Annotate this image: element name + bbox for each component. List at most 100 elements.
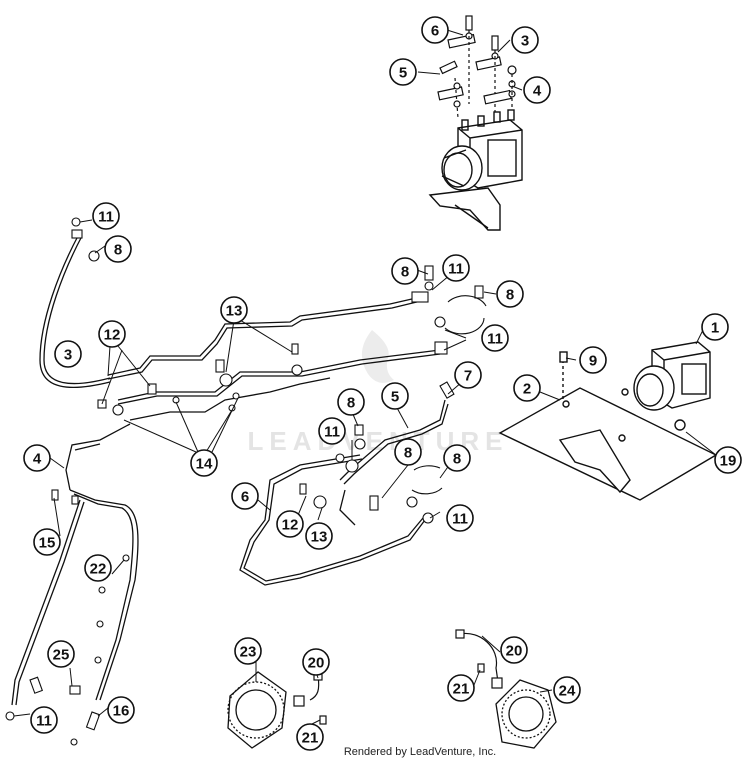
callout-c5-b: 5 — [381, 382, 409, 410]
callout-number: 8 — [401, 264, 409, 281]
callout-c6-top: 6 — [421, 16, 449, 44]
callout-number: 12 — [104, 327, 121, 344]
callout-number: 23 — [240, 644, 257, 661]
callout-number: 12 — [282, 517, 299, 534]
callout-circle — [33, 528, 61, 556]
callout-c11-a: 11 — [92, 202, 120, 230]
callout-circle — [190, 449, 218, 477]
callout-c25: 25 — [47, 640, 75, 668]
callout-circle — [234, 637, 262, 665]
callout-number: 13 — [311, 529, 328, 546]
callout-c4-b: 4 — [23, 444, 51, 472]
callout-circle — [391, 257, 419, 285]
callout-circle — [231, 482, 259, 510]
callout-circle — [305, 522, 333, 550]
callout-number: 21 — [453, 681, 470, 698]
callout-c9: 9 — [579, 346, 607, 374]
abs-unit-top — [428, 109, 523, 231]
callout-number: 16 — [113, 703, 130, 720]
render-credit: Rendered by LeadVenture, Inc. — [343, 746, 497, 758]
callout-c11-d: 11 — [318, 417, 346, 445]
callout-number: 8 — [404, 445, 412, 462]
callout-number: 13 — [226, 303, 243, 320]
callout-circle — [276, 510, 304, 538]
callout-c8-c: 8 — [496, 280, 524, 308]
callout-number: 2 — [523, 381, 531, 398]
callout-c19: 19 — [714, 446, 742, 474]
callout-c16: 16 — [107, 696, 135, 724]
callout-circle — [30, 706, 58, 734]
callout-c8-a: 8 — [104, 235, 132, 263]
callout-number: 20 — [506, 643, 523, 660]
callout-circle — [421, 16, 449, 44]
callout-number: 8 — [453, 451, 461, 468]
callout-circle — [98, 320, 126, 348]
callout-circle — [714, 446, 742, 474]
callout-number: 11 — [452, 511, 468, 528]
callout-circle — [442, 254, 470, 282]
watermark-text: LEADVENTURE — [247, 426, 508, 456]
callout-circle — [302, 648, 330, 676]
callout-c8-e: 8 — [394, 438, 422, 466]
callout-number: 11 — [448, 261, 464, 278]
callout-number: 4 — [533, 83, 542, 100]
callout-number: 3 — [64, 347, 72, 364]
callout-circle — [381, 382, 409, 410]
leader-lines — [13, 29, 717, 725]
callout-circle — [104, 235, 132, 263]
callout-c24: 24 — [553, 676, 581, 704]
callout-c20-a: 20 — [302, 648, 330, 676]
callout-circle — [579, 346, 607, 374]
callout-circle — [394, 438, 422, 466]
callout-c13-b: 13 — [305, 522, 333, 550]
callout-c8-b: 8 — [391, 257, 419, 285]
callout-c8-d: 8 — [337, 388, 365, 416]
callout-circle — [54, 340, 82, 368]
speed-sensors — [293, 629, 503, 725]
callout-c22: 22 — [84, 554, 112, 582]
callout-circle — [446, 504, 474, 532]
callout-circle — [454, 361, 482, 389]
callout-circle — [107, 696, 135, 724]
top-fittings — [437, 15, 517, 119]
callout-number: 1 — [711, 320, 719, 337]
callout-c11-f: 11 — [30, 706, 58, 734]
callout-circle — [443, 444, 471, 472]
tone-ring-front — [227, 671, 287, 749]
callout-c20-b: 20 — [500, 636, 528, 664]
callout-circle — [701, 313, 729, 341]
callout-number: 9 — [589, 353, 597, 370]
callout-c11-c: 11 — [481, 324, 509, 352]
callout-circle — [523, 76, 551, 104]
callout-c12-b: 12 — [276, 510, 304, 538]
callout-c1: 1 — [701, 313, 729, 341]
callout-c12-a: 12 — [98, 320, 126, 348]
callout-circle — [447, 674, 475, 702]
callout-c4-top: 4 — [523, 76, 551, 104]
callout-c23: 23 — [234, 637, 262, 665]
callout-number: 3 — [521, 33, 529, 50]
callout-circle — [513, 374, 541, 402]
callout-circle — [23, 444, 51, 472]
callout-c7: 7 — [454, 361, 482, 389]
callout-circle — [553, 676, 581, 704]
callout-number: 6 — [241, 489, 249, 506]
tone-ring-rear — [495, 679, 557, 749]
callout-number: 11 — [487, 331, 503, 348]
callout-number: 6 — [431, 23, 439, 40]
callout-c21-a: 21 — [447, 674, 475, 702]
callout-c6-b: 6 — [231, 482, 259, 510]
callout-circle — [500, 636, 528, 664]
callout-number: 11 — [36, 713, 52, 730]
callout-number: 15 — [39, 535, 56, 552]
callout-number: 5 — [391, 389, 399, 406]
callout-circle — [481, 324, 509, 352]
callout-number: 14 — [196, 456, 213, 473]
callout-number: 5 — [399, 65, 407, 82]
callout-circle — [220, 296, 248, 324]
callout-c13-a: 13 — [220, 296, 248, 324]
callout-c3-top: 3 — [511, 26, 539, 54]
